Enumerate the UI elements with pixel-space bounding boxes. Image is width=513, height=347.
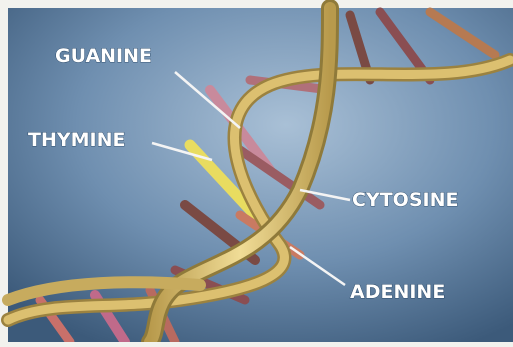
label-adenine: ADENINE [350, 281, 445, 303]
label-guanine: GUANINE [55, 45, 152, 67]
label-cytosine: CYTOSINE [352, 189, 458, 211]
label-thymine: THYMINE [28, 129, 125, 151]
